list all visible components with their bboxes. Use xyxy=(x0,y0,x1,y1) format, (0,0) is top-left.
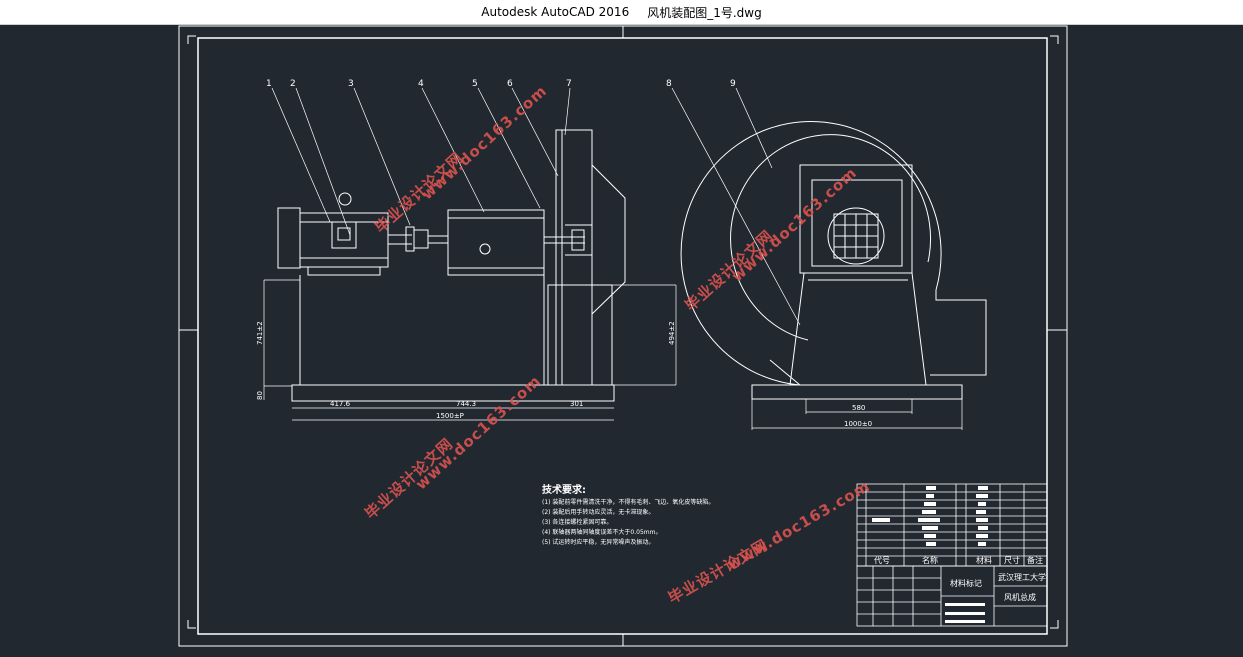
file-name: 风机装配图_1号.dwg xyxy=(647,5,762,20)
dim-1500: 1500±P xyxy=(436,412,464,420)
part-number-2: 2 xyxy=(290,79,296,89)
bom-header-remark: 备注 xyxy=(1027,555,1043,565)
part-number-3: 3 xyxy=(348,79,354,89)
bom-table xyxy=(856,483,1048,567)
drawing-canvas[interactable]: 1 2 3 4 5 6 7 8 9 417.6 744.3 1500±P 301… xyxy=(0,24,1243,653)
notes-line-1: (1) 装配前零件需清洗干净，不得有毛刺、飞边、氧化皮等缺陷。 xyxy=(542,499,715,506)
dim-1000: 1000±0 xyxy=(844,420,872,428)
part-number-1: 1 xyxy=(266,79,272,89)
base-frame xyxy=(291,275,615,402)
notes-line-5: (5) 试运转时应平稳，无异常噪声及振动。 xyxy=(542,539,655,546)
notes-line-3: (3) 各连接螺栓紧固可靠。 xyxy=(542,519,613,526)
dim-301: 301 xyxy=(570,400,583,408)
bom-marks xyxy=(872,486,988,623)
notes-line-4: (4) 联轴器两轴同轴度误差不大于0.05mm。 xyxy=(542,529,662,536)
title-cell-marking: 材料标记 xyxy=(950,578,982,588)
title-block xyxy=(856,565,1048,627)
dim-80: 80 xyxy=(256,391,264,400)
title-drawing-name: 风机总成 xyxy=(1004,592,1036,602)
notes-title: 技术要求: xyxy=(542,485,586,496)
dim-vertical-left: 741±2 xyxy=(256,321,264,345)
coupling xyxy=(405,226,448,252)
part-number-8: 8 xyxy=(666,79,672,89)
dimension-lines-right xyxy=(751,399,963,430)
dim-vertical-right: 494±2 xyxy=(668,321,676,345)
dim-580: 580 xyxy=(852,404,865,412)
part-number-7: 7 xyxy=(566,79,572,89)
bom-header-size: 尺寸 xyxy=(1004,555,1020,565)
part-number-4: 4 xyxy=(418,79,424,89)
dimension-lines-left xyxy=(263,279,677,421)
part-number-6: 6 xyxy=(507,79,513,89)
bom-header-name: 名称 xyxy=(922,555,938,565)
part-number-5: 5 xyxy=(472,79,478,89)
notes-line-2: (2) 装配后用手转动应灵活，无卡滞现象。 xyxy=(542,509,655,516)
bom-header-code: 代号 xyxy=(874,555,890,565)
bearing-housing xyxy=(447,209,585,276)
app-name: Autodesk AutoCAD 2016 xyxy=(481,5,630,19)
leader-lines xyxy=(271,87,801,326)
motor xyxy=(277,192,412,276)
window-title-bar: Autodesk AutoCAD 2016 风机装配图_1号.dwg xyxy=(0,0,1243,25)
fan-volute xyxy=(680,121,987,400)
dim-744: 744.3 xyxy=(456,400,476,408)
title-school: 武汉理工大学 xyxy=(998,572,1046,582)
drawing-svg[interactable]: 1 2 3 4 5 6 7 8 9 417.6 744.3 1500±P 301… xyxy=(0,24,1243,653)
impeller-side xyxy=(547,129,626,386)
part-number-9: 9 xyxy=(730,79,736,89)
dim-417: 417.6 xyxy=(330,400,351,408)
technical-notes: 技术要求: (1) 装配前零件需清洗干净，不得有毛刺、飞边、氧化皮等缺陷。 (2… xyxy=(542,484,714,548)
outer-frame xyxy=(178,25,1068,647)
bom-header-material: 材料 xyxy=(976,555,992,565)
